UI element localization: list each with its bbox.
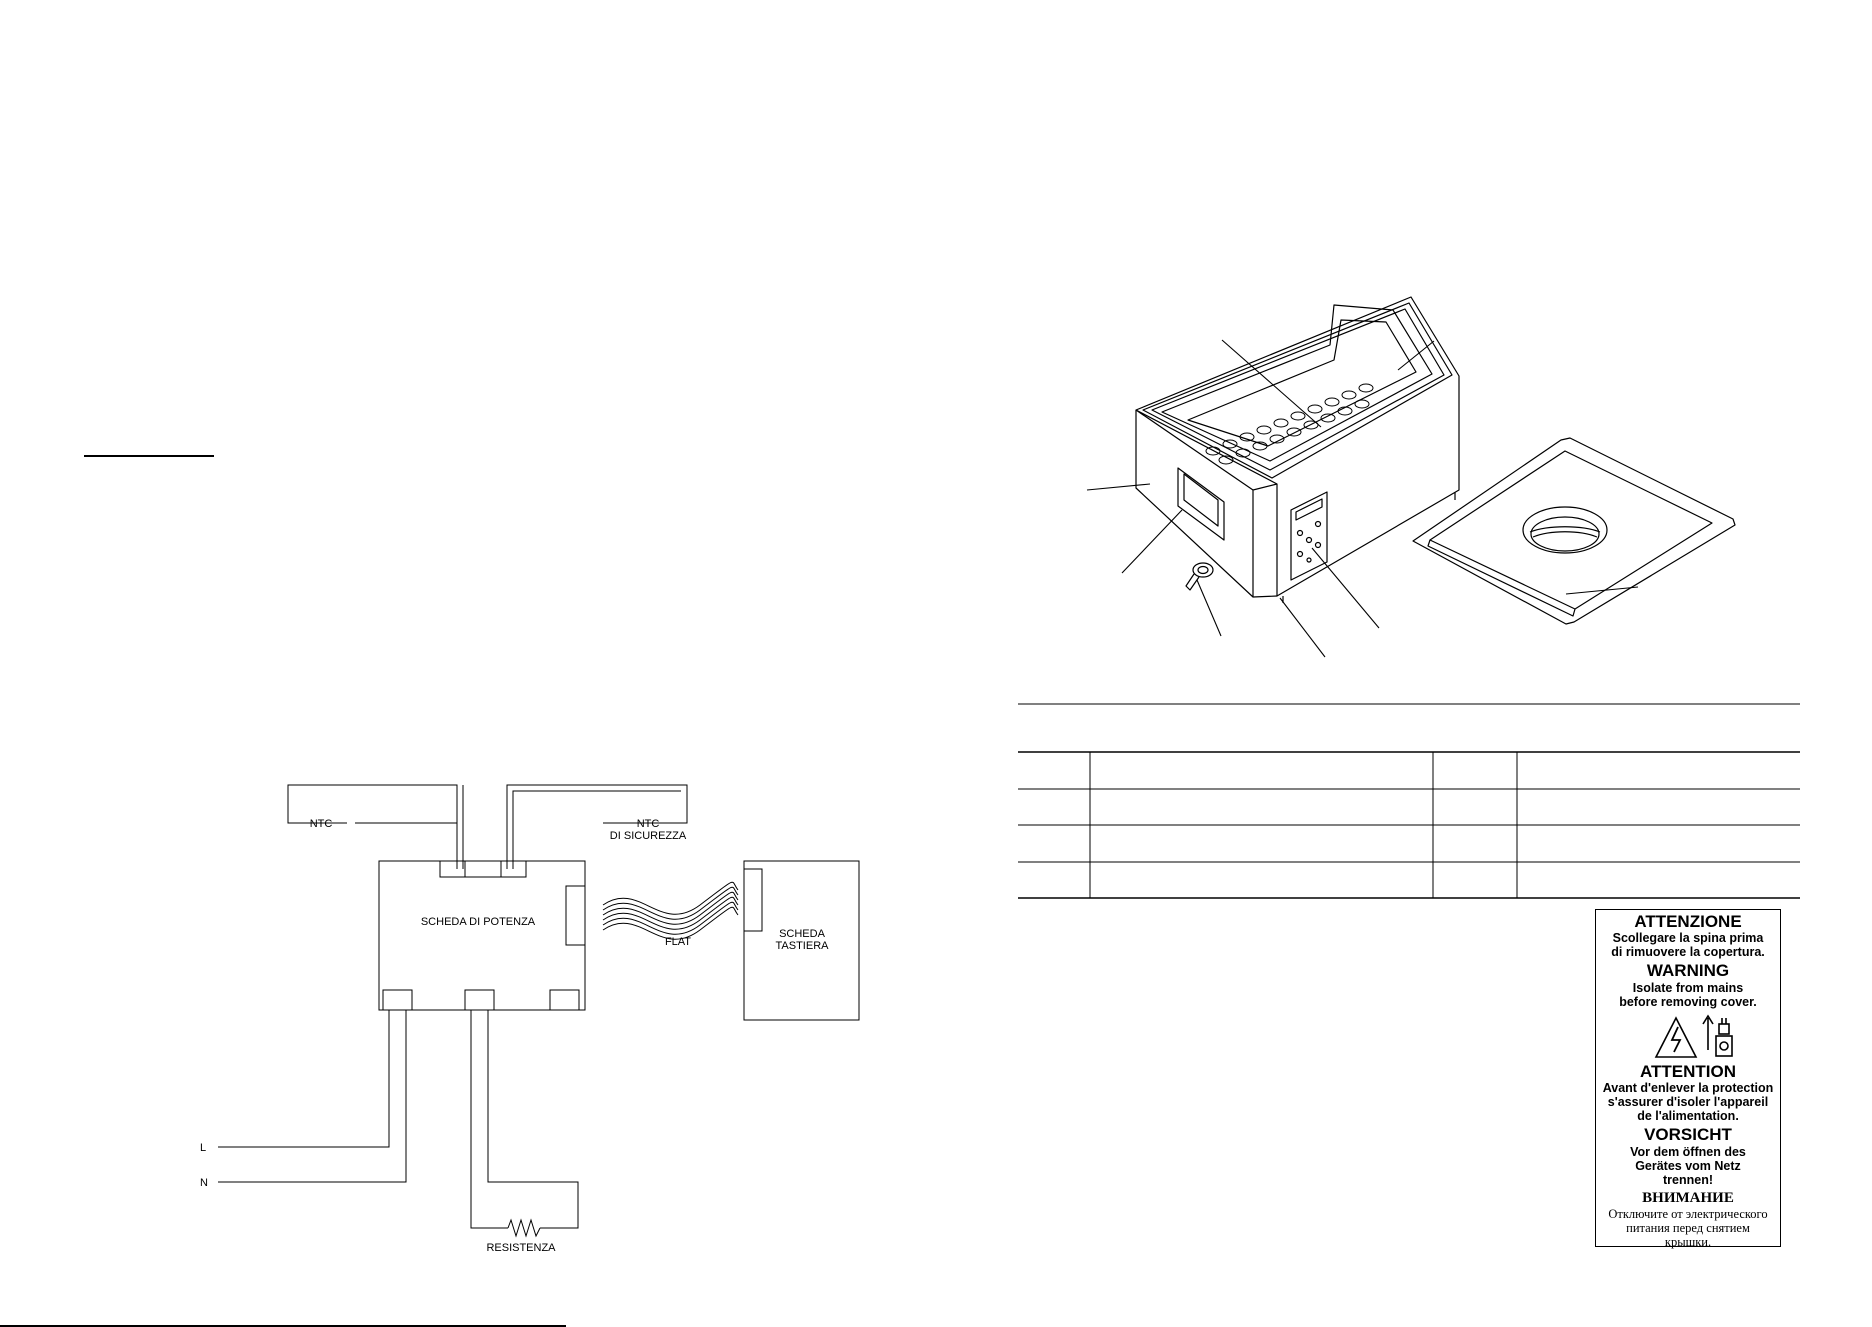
warning-en-title: WARNING <box>1646 961 1730 981</box>
line-n-wire <box>218 1010 407 1183</box>
label-flat: FLAT <box>665 936 691 948</box>
warning-de-title: VORSICHT <box>1644 1125 1732 1145</box>
connector-resistor <box>464 989 495 1011</box>
connector-flat-keyboard <box>743 868 763 932</box>
warning-fr-line3: de l'alimentation. <box>1637 1109 1739 1124</box>
connector-ntc <box>439 860 466 878</box>
connector-ntc-safety <box>500 860 527 878</box>
connector-flat-board <box>565 885 586 946</box>
warning-it-title: ATTENZIONE <box>1634 912 1742 931</box>
parts-table <box>1018 703 1800 899</box>
warning-en-line1: Isolate from mains <box>1632 980 1744 995</box>
ntc-safety-wire <box>506 784 688 869</box>
flat-cable <box>602 881 739 940</box>
warning-ru-title: ВНИМАНИЕ <box>1642 1190 1734 1207</box>
warning-de-line3: trennen! <box>1663 1172 1713 1187</box>
warning-ru-line2: питания перед снятием <box>1626 1221 1750 1236</box>
warning-it-line1: Scollegare la spina prima <box>1612 931 1764 946</box>
high-voltage-icon <box>1654 1016 1698 1058</box>
resistor-wire-left <box>470 1010 508 1229</box>
label-resistor: RESISTENZA <box>486 1242 556 1254</box>
line-l-wire <box>218 1010 390 1148</box>
label-ntc-safety-1: NTC <box>637 818 660 830</box>
label-keyboard-2: TASTIERA <box>776 940 830 952</box>
warning-fr-line1: Avant d'enlever la protection <box>1602 1081 1774 1096</box>
plug-icon <box>1715 1017 1733 1057</box>
keyboard-board-box <box>743 860 860 1021</box>
label-line-n: N <box>200 1177 208 1189</box>
connector-spare <box>549 989 580 1011</box>
warning-ru-line1: Отключите от электрического <box>1608 1207 1768 1221</box>
heading-underline <box>84 455 214 457</box>
connector-mains <box>382 989 413 1011</box>
label-line-l: L <box>200 1142 206 1154</box>
label-power-board: SCHEDA DI POTENZA <box>421 916 536 928</box>
warning-icons <box>1596 1012 1780 1060</box>
warning-label: ATTENZIONE Scollegare la spina prima di … <box>1595 909 1781 1250</box>
up-arrow-icon <box>1702 1014 1714 1050</box>
warning-fr-title: ATTENTION <box>1639 1061 1736 1081</box>
warning-fr-line2: s'assurer d'isoler l'appareil <box>1607 1095 1769 1110</box>
label-ntc-safety-2: DI SICUREZZA <box>610 830 687 842</box>
warning-it-line2: di rimuovere la copertura. <box>1611 945 1765 960</box>
warning-de-line2: Gerätes vom Netz <box>1635 1158 1741 1173</box>
warning-de-line1: Vor dem öffnen des <box>1630 1144 1746 1159</box>
resistor-symbol <box>507 1218 541 1238</box>
warning-en-line2: before removing cover. <box>1619 994 1757 1009</box>
warning-ru-line3: крышки. <box>1664 1235 1712 1250</box>
label-keyboard-1: SCHEDA <box>779 928 826 940</box>
label-ntc: NTC <box>310 818 333 830</box>
connector-middle <box>464 860 502 878</box>
resistor-wire-right <box>487 1010 579 1229</box>
power-board-box <box>378 860 586 1011</box>
